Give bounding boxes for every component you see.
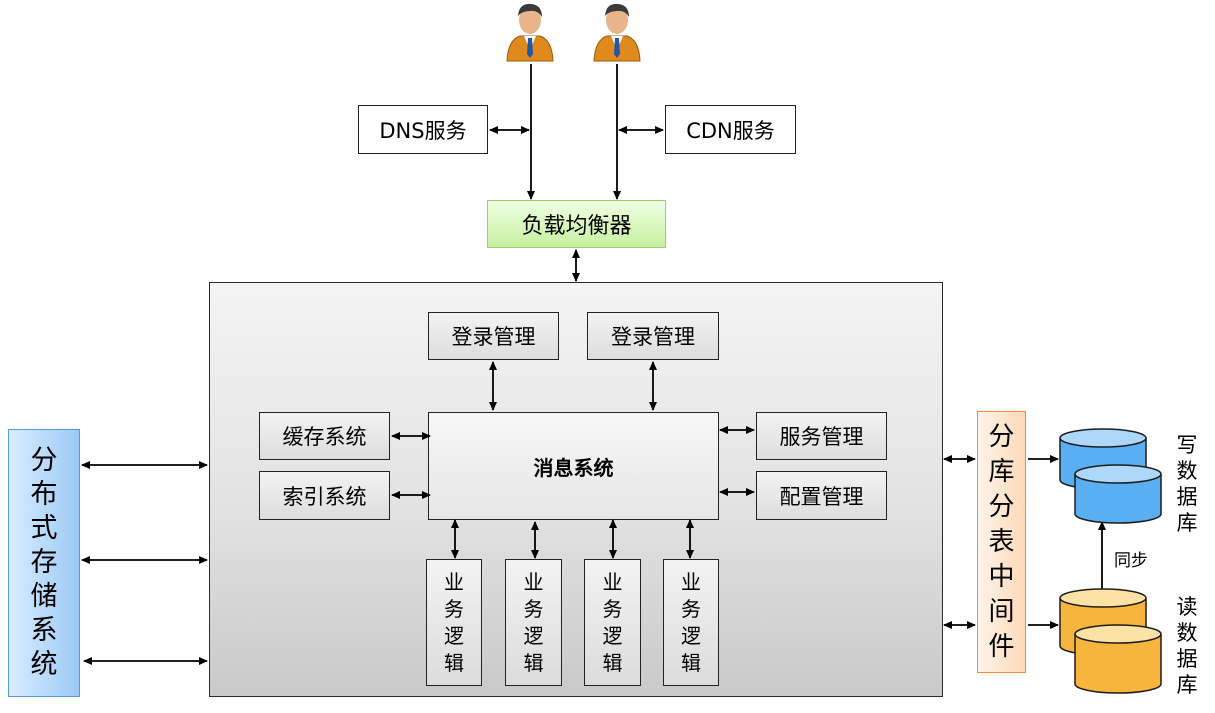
write-database-char: 据	[1176, 485, 1198, 509]
load-balancer-box: 负载均衡器	[487, 200, 666, 248]
business-logic-box-2: 业 务 逻 辑	[505, 559, 562, 686]
dns-service-label: DNS服务	[379, 118, 467, 143]
login-management-box-1: 登录管理	[428, 312, 559, 360]
login-management-label: 登录管理	[611, 325, 695, 349]
sharding-middleware-char: 分	[988, 491, 1015, 522]
index-system-label: 索引系统	[282, 484, 367, 509]
write-database-char: 库	[1176, 511, 1198, 535]
business-logic-box-4: 业 务 逻 辑	[663, 559, 719, 686]
business-logic-char: 辑	[681, 650, 701, 675]
business-logic-box-3: 业 务 逻 辑	[584, 559, 641, 686]
sharding-middleware-char: 表	[988, 526, 1015, 557]
business-logic-char: 业	[523, 569, 544, 594]
business-logic-char: 逻	[681, 623, 701, 648]
write-database-label: 写 数 据 库	[1174, 432, 1200, 536]
business-logic-char: 辑	[444, 650, 464, 675]
business-logic-char: 逻	[602, 623, 623, 648]
write-database-icon	[1059, 428, 1162, 524]
write-database-char: 数	[1176, 459, 1198, 483]
business-logic-char: 逻	[523, 623, 544, 648]
read-database-char: 数	[1176, 621, 1198, 645]
cdn-service-box: CDN服务	[665, 105, 796, 154]
sharding-middleware-char: 中	[988, 561, 1015, 592]
business-logic-char: 务	[602, 596, 623, 621]
business-logic-char: 辑	[523, 650, 544, 675]
distributed-storage-char: 式	[30, 513, 58, 544]
distributed-storage-char: 存	[30, 547, 58, 578]
message-system-box: 消息系统	[428, 412, 719, 520]
config-management-box: 配置管理	[756, 471, 887, 520]
login-management-box-2: 登录管理	[587, 312, 719, 360]
dns-service-box: DNS服务	[358, 105, 488, 154]
business-logic-char: 辑	[602, 650, 623, 675]
distributed-storage-char: 布	[30, 479, 58, 510]
service-management-label: 服务管理	[779, 425, 864, 449]
business-logic-char: 务	[523, 596, 544, 621]
read-database-char: 库	[1176, 673, 1198, 697]
cache-system-box: 缓存系统	[259, 412, 390, 460]
read-database-icon	[1059, 588, 1162, 694]
config-management-label: 配置管理	[779, 484, 864, 509]
write-database-char: 写	[1176, 433, 1198, 457]
user-icon	[506, 3, 554, 62]
business-logic-char: 务	[681, 596, 701, 621]
sharding-middleware-char: 分	[988, 421, 1015, 452]
business-logic-box-1: 业 务 逻 辑	[426, 559, 482, 686]
sharding-middleware-char: 间	[988, 596, 1015, 627]
distributed-storage-char: 统	[30, 649, 58, 680]
message-system-label: 消息系统	[533, 455, 614, 480]
sharding-middleware-box: 分 库 分 表 中 间 件	[977, 411, 1026, 673]
user-icon	[593, 3, 641, 62]
cdn-service-label: CDN服务	[686, 118, 775, 143]
service-management-box: 服务管理	[756, 412, 887, 460]
business-logic-char: 业	[444, 569, 464, 594]
business-logic-char: 逻	[444, 623, 464, 648]
distributed-storage-char: 分	[30, 445, 58, 476]
read-database-char: 据	[1176, 647, 1198, 671]
read-database-char: 读	[1176, 595, 1198, 619]
sharding-middleware-char: 件	[988, 631, 1015, 662]
distributed-storage-box: 分 布 式 存 储 系 统	[8, 429, 80, 697]
cache-system-label: 缓存系统	[282, 425, 367, 449]
sync-label: 同步	[1114, 551, 1148, 571]
sharding-middleware-char: 库	[988, 456, 1015, 487]
read-database-label: 读 数 据 库	[1174, 594, 1200, 698]
distributed-storage-char: 储	[30, 581, 58, 612]
business-logic-char: 业	[681, 569, 701, 594]
load-balancer-label: 负载均衡器	[521, 214, 632, 239]
distributed-storage-char: 系	[30, 615, 58, 646]
business-logic-char: 务	[444, 596, 464, 621]
business-logic-char: 业	[602, 569, 623, 594]
login-management-label: 登录管理	[451, 325, 536, 349]
index-system-box: 索引系统	[259, 471, 390, 520]
